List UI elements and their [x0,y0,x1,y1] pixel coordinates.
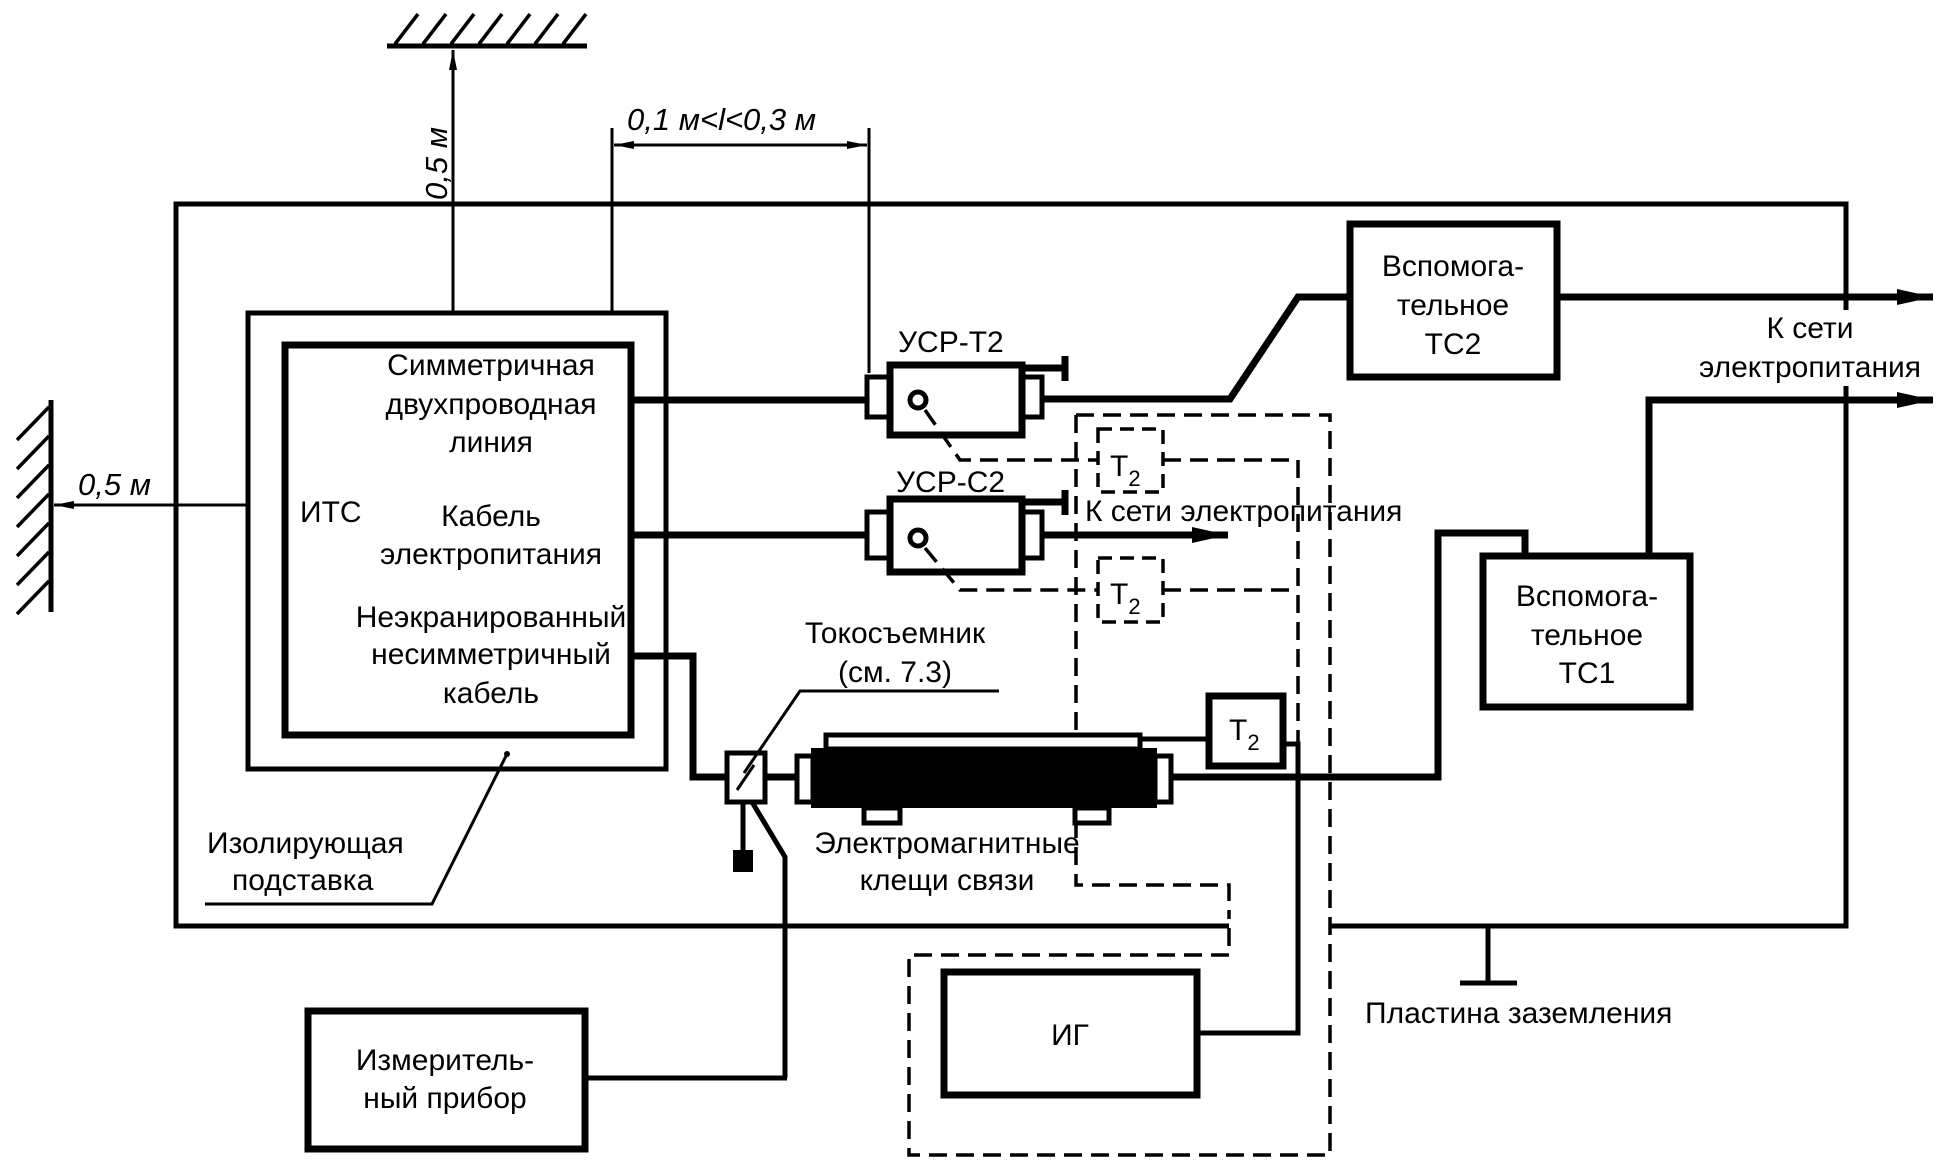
ae2-label-line: Вспомога- [1382,250,1524,283]
port-line: кабель [443,677,539,710]
generator-box [940,968,1201,1099]
meter-label: Измеритель- ный прибор [356,1044,534,1115]
cdn-c2-label: УСР-С2 [896,466,1005,499]
wall-distance-dimension: 0,5 м [54,467,282,509]
wall-reference-plane [15,400,54,616]
ae1-mains-wire [1645,392,1933,556]
port-line: Неэкранированный [356,601,627,634]
cdn-t2-label: УСР-Т2 [898,326,1004,359]
meter-label-line: Измеритель- [356,1044,534,1077]
clamp-label: Электромагнитные клещи связи [814,827,1079,897]
cdn-t2-to-ae2-wire [1042,293,1350,403]
termination-t2-lower-label: T2 [1110,578,1141,619]
cable-length-label: 0,1 м<l<0,3 м [627,102,816,137]
generator-shield-path [907,413,1332,1157]
ae1-box [1479,552,1694,711]
svg-text:T2: T2 [1229,714,1260,755]
clamp-top-rail [823,732,1143,752]
current-probe-label-line: Токосъемник [805,617,986,650]
stand-label-line: Изолирующая [207,827,404,860]
termination-t2-upper-label: T2 [1110,450,1141,491]
eut-port-unshielded-label: Неэкранированный несимметричный кабель [356,601,627,710]
stand-callout: Изолирующая подставка [205,751,510,906]
port-line: Симметричная [387,349,595,382]
termination-t2-clamp-label: T2 [1229,714,1260,755]
eut-label: ИТС [300,496,362,529]
probe-terminal [733,850,753,872]
unshielded-cable-wire [631,652,727,781]
ae1-label-line: тельное [1531,619,1643,652]
cable-length-dimension: 0,1 м<l<0,3 м [610,102,871,373]
probe-port-icon [907,527,929,549]
termination-return-upper [1163,458,1300,744]
generator-label: ИГ [1051,1019,1089,1052]
to-mains-right-line: электропитания [1699,351,1921,384]
svg-text:T2: T2 [1110,578,1141,619]
cdn-t2: УСР-Т2 [864,326,1069,439]
current-probe-label-line: (см. 7.3) [838,656,952,689]
ae2-label-line: ТС2 [1425,328,1482,361]
mains-label-bg [1686,310,1938,386]
clamp-body [811,748,1157,808]
wall-distance-label: 0,5 м [78,467,151,502]
clamp-to-ae1-wire [1171,529,1529,781]
ae2-label-line: тельное [1397,289,1509,322]
ceiling-distance-label: 0,5 м [419,127,454,200]
port-line: двухпроводная [385,388,596,421]
to-mains-label: К сети электропитания [1085,495,1402,528]
meter-label-line: ный прибор [363,1082,526,1115]
eut-box [281,341,635,739]
probe-port-icon [907,389,929,411]
eut-port-symmetric-label: Симметричная двухпроводная линия [385,349,596,459]
ae2-label: Вспомога- тельное ТС2 [1382,250,1524,361]
termination-to-generator-wire [1197,741,1301,1036]
current-probe-callout: Токосъемник (см. 7.3) [742,617,999,774]
clamp-label-line: Электромагнитные [814,827,1079,860]
em-clamp [794,732,1174,826]
clamp-label-line: клещи связи [860,864,1035,897]
port-line: несимметричный [371,638,611,671]
eut-port-power-label: Кабель электропитания [380,500,602,571]
ground-plate-label: Пластина заземления [1365,997,1672,1030]
port-line: электропитания [380,538,602,571]
ae1-label-line: ТС1 [1559,657,1616,690]
ceiling-distance-dimension: 0,5 м [419,50,457,341]
port-line: линия [449,426,533,459]
termination-t2-clamp [1205,692,1287,770]
cdn-c2-termination-link [923,546,1098,592]
to-mains-right-line: К сети [1767,312,1854,345]
cdn-t2-termination-link [923,408,1098,462]
meter-box [304,1007,589,1153]
svg-text:T2: T2 [1110,450,1141,491]
ceiling-reference-plane [387,12,588,49]
ae1-label: Вспомога- тельное ТС1 [1516,580,1658,690]
cdn-c2: УСР-С2 [864,466,1069,576]
current-probe [724,750,788,1078]
termination-t2-lower [1096,556,1165,624]
port-line: Кабель [441,500,541,533]
termination-t2-upper [1096,427,1165,494]
stand-label-line: подставка [232,864,374,897]
ground-plate-symbol [1460,926,1517,986]
ground-plane-outline [173,201,1849,929]
clamp-dashed-return [1074,415,1231,917]
to-mains-right-label: К сети электропитания [1699,312,1921,384]
ae1-label-line: Вспомога- [1516,580,1658,613]
